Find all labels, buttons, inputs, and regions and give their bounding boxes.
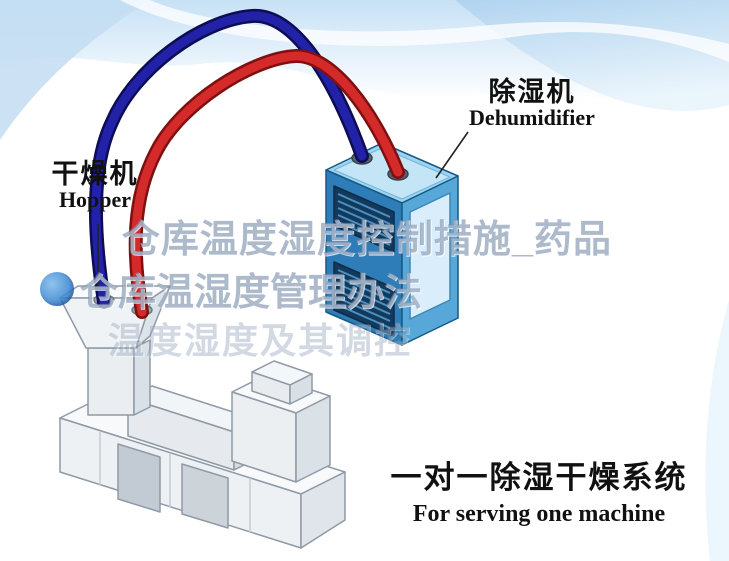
dehumidifier-label-zh: 除湿机 [488,77,576,107]
watermark-logo-icon [40,271,74,306]
pipes [89,8,405,319]
hopper-label-zh: 干燥机 [51,159,139,189]
hopper-machine [59,285,346,549]
dehumidifier-leader-line [435,131,469,179]
leader-lines [97,131,469,288]
hopper-label: 干燥机 Hopper [40,159,150,213]
watermark-line3: 温度湿度及其调控 [108,320,413,361]
watermark-line2-wrap: 仓库温湿度管理办法 [40,261,422,316]
caption-en: For serving one machine [412,501,666,527]
pipe-red [128,48,405,319]
caption-zh: 一对一除湿干燥系统 [390,460,688,495]
dehumidifier-label-en: Dehumidifier [469,105,595,131]
hopper-label-en: Hopper [58,187,132,213]
watermark-line2: 仓库温湿度管理办法 [80,272,423,314]
system-caption: 一对一除湿干燥系统 For serving one machine [379,452,699,528]
dehumidifier-label: 除湿机 Dehumidifier [452,77,612,131]
watermark-line1: 仓库温度湿度控制措施_药品 [121,219,613,261]
